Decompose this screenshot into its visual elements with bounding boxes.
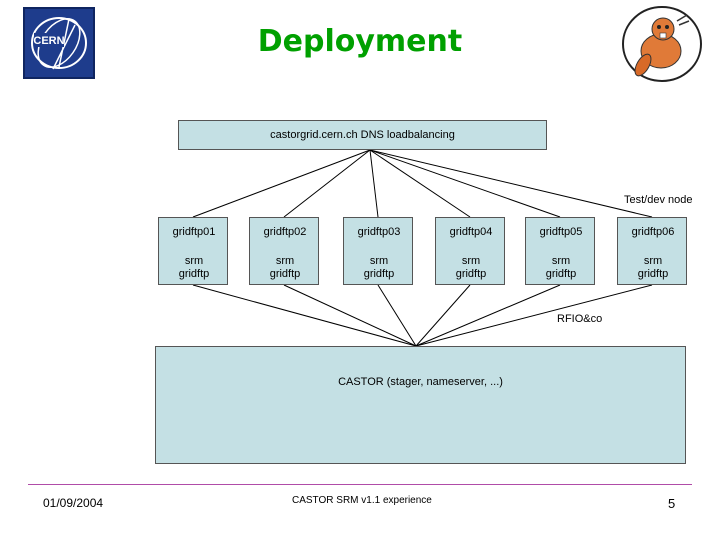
node-service-srm: srm: [369, 255, 389, 267]
gridftp-node: gridftp04 srm gridftp: [435, 217, 505, 285]
node-name: gridftp05: [539, 226, 583, 238]
dns-loadbalancer-box: castorgrid.cern.ch DNS loadbalancing: [178, 120, 547, 150]
footer-divider: [28, 484, 692, 485]
node-service-gridftp: gridftp: [455, 268, 487, 280]
svg-text:CERN: CERN: [33, 35, 64, 47]
node-service-gridftp: gridftp: [269, 268, 301, 280]
node-name: gridftp02: [263, 226, 307, 238]
testdev-node-label: Test/dev node: [624, 194, 693, 206]
node-service-srm: srm: [275, 255, 295, 267]
node-service-srm: srm: [551, 255, 571, 267]
castor-beaver-logo: [622, 6, 702, 82]
castor-label: CASTOR (stager, nameserver, ...): [338, 376, 503, 388]
gridftp-node: gridftp05 srm gridftp: [525, 217, 595, 285]
dns-loadbalancer-label: castorgrid.cern.ch DNS loadbalancing: [270, 129, 455, 141]
castor-box: CASTOR (stager, nameserver, ...): [155, 346, 686, 464]
node-name: gridftp06: [631, 226, 675, 238]
page-number: 5: [668, 496, 676, 511]
slide-title: Deployment: [257, 24, 463, 59]
node-name: gridftp01: [172, 226, 216, 238]
gridftp-node: gridftp01 srm gridftp: [158, 217, 228, 285]
node-service-srm: srm: [461, 255, 481, 267]
node-service-gridftp: gridftp: [637, 268, 669, 280]
node-service-gridftp: gridftp: [178, 268, 210, 280]
node-service-srm: srm: [184, 255, 204, 267]
footer-title: CASTOR SRM v1.1 experience: [292, 495, 432, 506]
node-service-srm: srm: [643, 255, 663, 267]
gridftp-node: gridftp03 srm gridftp: [343, 217, 413, 285]
rfio-label: RFIO&co: [557, 313, 603, 325]
node-name: gridftp04: [449, 226, 493, 238]
cern-logo: CERN: [23, 7, 95, 79]
gridftp-node: gridftp06 srm gridftp: [617, 217, 687, 285]
node-service-gridftp: gridftp: [545, 268, 577, 280]
footer-date: 01/09/2004: [43, 496, 104, 510]
node-name: gridftp03: [357, 226, 401, 238]
gridftp-node: gridftp02 srm gridftp: [249, 217, 319, 285]
node-service-gridftp: gridftp: [363, 268, 395, 280]
